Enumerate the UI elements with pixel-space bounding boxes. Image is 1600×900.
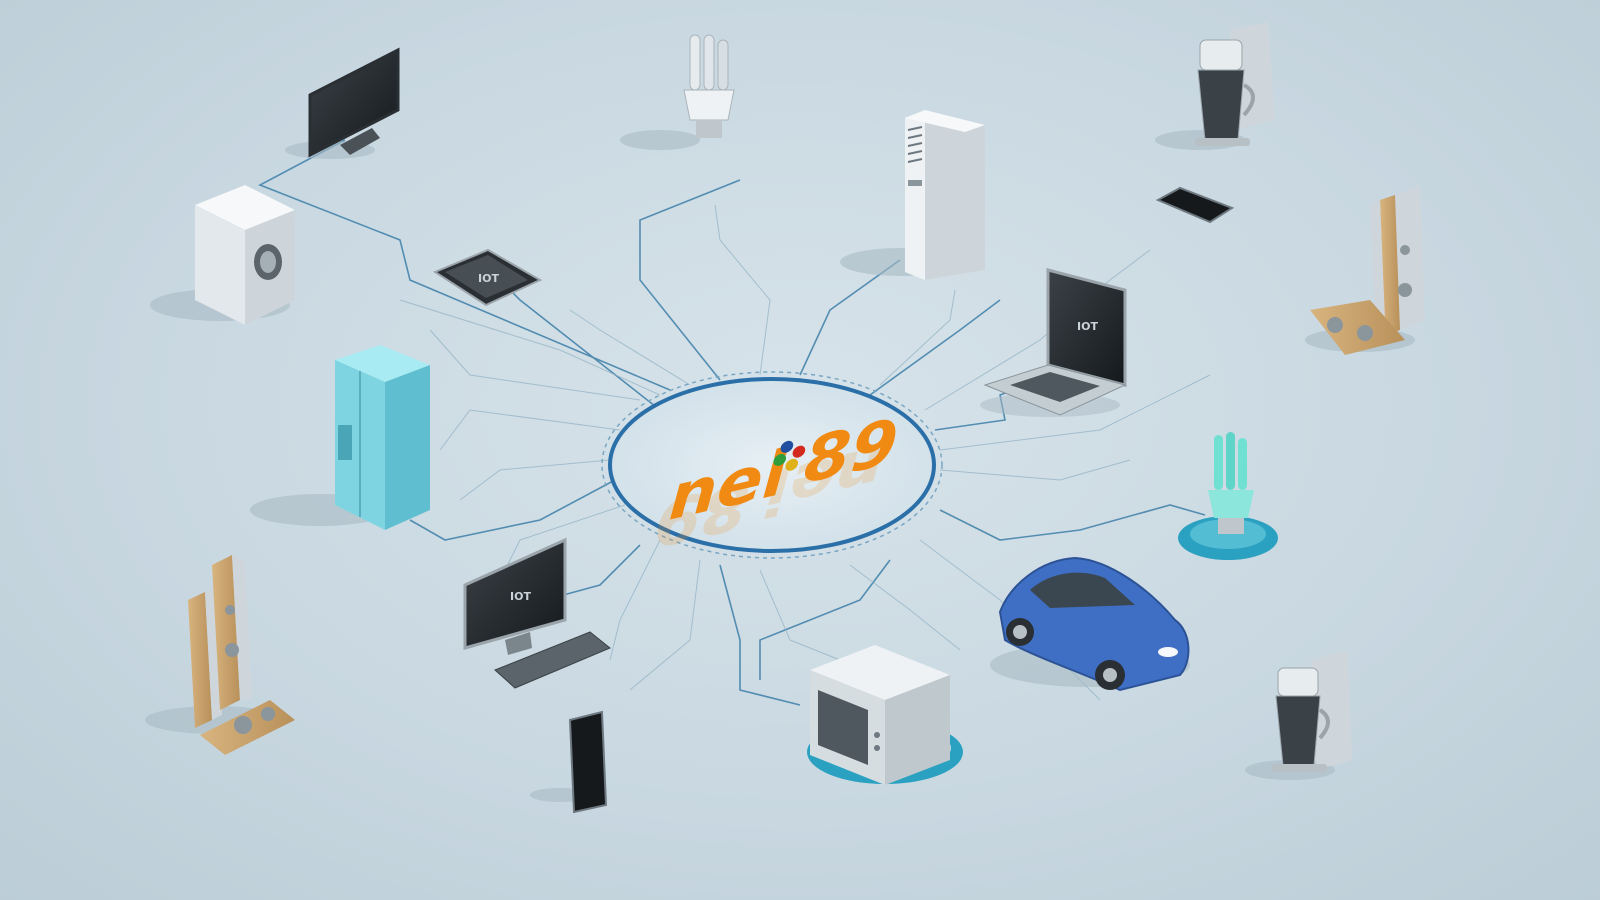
tv-icon	[285, 47, 400, 159]
car-icon	[990, 556, 1190, 692]
logo-dot-blue	[780, 440, 794, 453]
smartphone-bottom-icon	[530, 710, 608, 814]
air-conditioner-icon	[840, 110, 985, 280]
speakers-left-icon	[145, 555, 295, 755]
coffee-maker-icon	[1155, 22, 1275, 150]
logo-dot-yellow	[785, 458, 799, 471]
smartphone-icon	[1155, 186, 1235, 224]
faint-traces	[399, 204, 1211, 701]
logo: nei 89	[667, 405, 901, 535]
desktop-screen-label: IOT	[510, 590, 531, 603]
fridge-icon	[250, 345, 430, 530]
tablet-screen-label: IOT	[478, 272, 499, 285]
logo-dots	[773, 440, 806, 471]
coffee-maker-bottom-icon	[1245, 650, 1352, 780]
light-bulb-icon	[620, 34, 735, 150]
washing-machine-icon	[150, 185, 295, 325]
smart-bulb-icon	[1178, 432, 1278, 560]
laptop-screen-label: IOT	[1077, 320, 1098, 333]
desktop-icon: IOT	[463, 537, 611, 689]
circuit-traces	[258, 139, 1206, 706]
tablet-icon: IOT	[432, 248, 543, 307]
hub-ring	[608, 377, 936, 553]
logo-dot-green	[773, 453, 787, 466]
microwave-icon	[807, 645, 963, 785]
logo-dot-red	[792, 445, 806, 458]
laptop-icon: IOT	[980, 268, 1127, 417]
hub: nei 89 nei 89	[601, 371, 943, 560]
speakers-right-icon	[1305, 185, 1425, 355]
